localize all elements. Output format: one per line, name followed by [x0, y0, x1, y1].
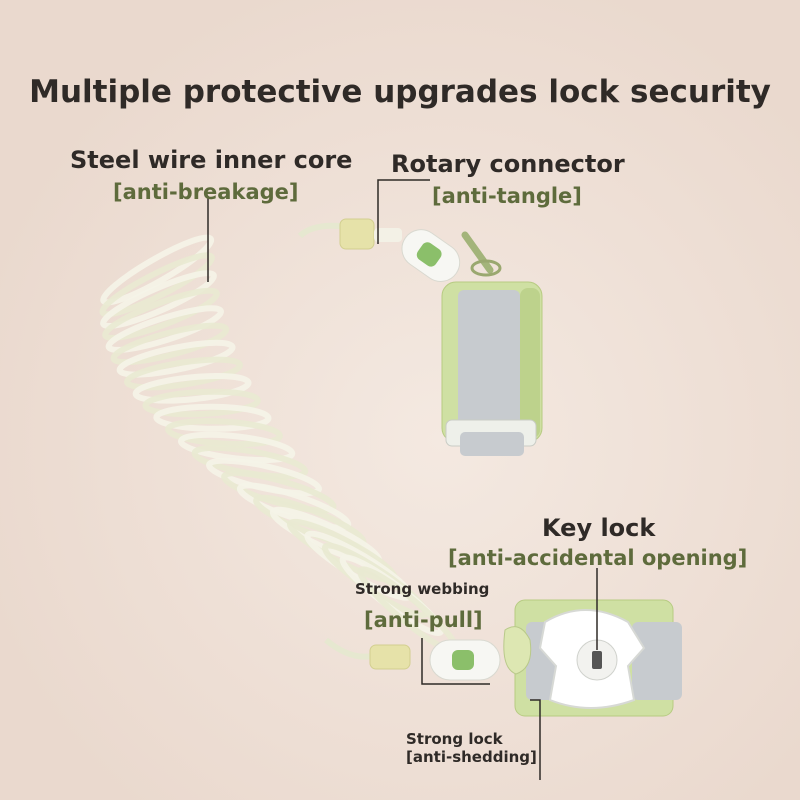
coil-loop	[165, 418, 283, 448]
lower-connector	[324, 637, 501, 681]
key-lock-icon	[503, 599, 682, 717]
key-lock-label: Key lock	[542, 514, 656, 542]
webbing-sub: [anti-pull]	[364, 608, 483, 632]
coil-loop	[99, 252, 215, 318]
coil-loop	[110, 322, 230, 366]
rotary-connector-sub: [anti-tangle]	[432, 184, 582, 208]
coil-loop	[124, 356, 243, 391]
strong-lock-sub: [anti-shedding]	[406, 748, 537, 766]
leader-lines	[207, 179, 598, 780]
page-title: Multiple protective upgrades lock securi…	[29, 74, 771, 110]
coil-loop	[116, 339, 236, 378]
webbing-label: Strong webbing	[355, 580, 490, 598]
coil-cable-icon	[99, 234, 460, 654]
coil-loop	[153, 403, 272, 432]
coil-loop	[102, 287, 220, 341]
coil-loop	[221, 470, 337, 514]
coil-loop	[100, 234, 215, 306]
key-lock-sub: [anti-accidental opening]	[448, 546, 748, 570]
coil-loop	[132, 372, 252, 404]
rotary-connector-icon	[297, 218, 502, 282]
coil-loop	[142, 388, 261, 418]
strong-lock-label: Strong lock	[406, 730, 503, 748]
coil-loop	[100, 270, 217, 330]
coil-loop	[105, 305, 224, 353]
wristband-icon	[441, 281, 543, 456]
rotary-connector-label: Rotary connector	[391, 150, 625, 178]
steel-wire-sub: [anti-breakage]	[113, 180, 299, 204]
steel-wire-label: Steel wire inner core	[70, 146, 353, 174]
